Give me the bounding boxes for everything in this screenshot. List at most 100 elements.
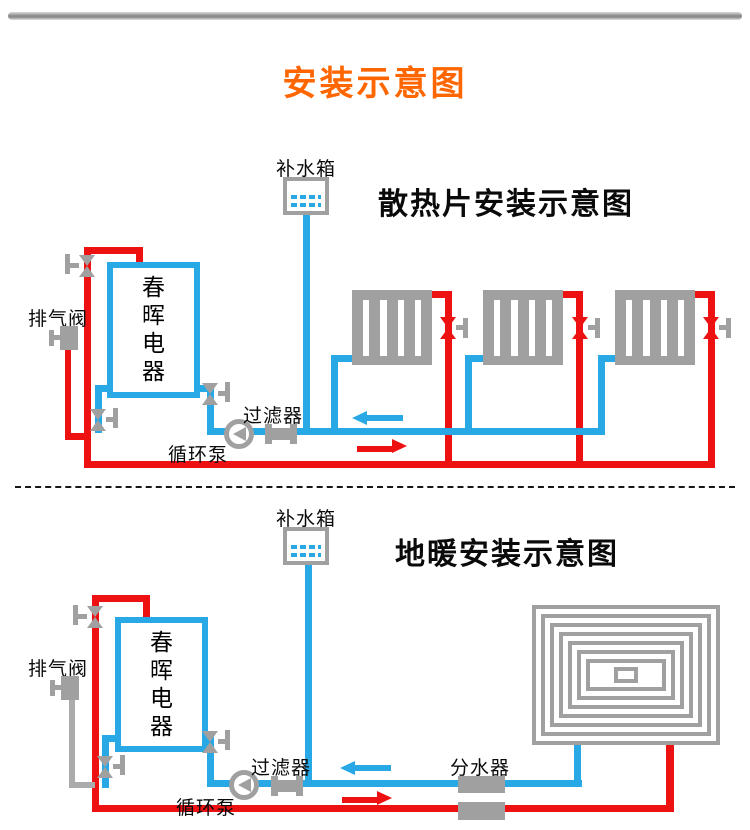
cold-pipe-segment bbox=[598, 355, 617, 362]
valve-handle bbox=[65, 254, 70, 274]
hot-main-pipe bbox=[84, 461, 715, 468]
hot-pipe-segment bbox=[92, 595, 99, 812]
cold-main-pipe bbox=[213, 780, 582, 787]
return-flow-arrow-icon bbox=[355, 765, 391, 771]
manifold-icon bbox=[458, 802, 505, 820]
radiator-bottom-bar bbox=[483, 356, 563, 365]
air-vent-valve-icon bbox=[61, 676, 79, 700]
hot-riser-radiator-3 bbox=[708, 291, 715, 468]
section-divider-dashed bbox=[15, 486, 735, 488]
valve-handle bbox=[595, 318, 600, 338]
valve-icon bbox=[87, 606, 103, 628]
air-vent-valve-icon bbox=[55, 685, 63, 690]
valve-handle bbox=[726, 318, 731, 338]
tank-water-line bbox=[291, 195, 321, 199]
valve-handle bbox=[113, 408, 118, 428]
filter-icon bbox=[296, 776, 303, 796]
filter-icon bbox=[290, 424, 297, 444]
valve-icon bbox=[202, 731, 218, 753]
cold-pipe-segment bbox=[102, 735, 116, 742]
radiator-fins bbox=[483, 300, 563, 356]
radiator-fins bbox=[615, 300, 695, 356]
circulation-pump-icon bbox=[229, 770, 259, 800]
supply-flow-arrow-icon bbox=[392, 439, 407, 453]
tank-water-line bbox=[291, 553, 321, 557]
cold-pipe-segment bbox=[95, 385, 109, 392]
tank-label: 补水箱 bbox=[276, 158, 337, 180]
supply-flow-arrow-icon bbox=[357, 446, 392, 452]
gray-drain-pipe bbox=[69, 782, 95, 788]
cold-pipe-segment bbox=[207, 733, 214, 787]
filter-icon bbox=[271, 776, 278, 796]
boiler-label: 春晖电器 bbox=[150, 629, 173, 740]
tank-water-line bbox=[291, 203, 321, 207]
radiator-top-bar bbox=[483, 290, 563, 300]
water-tank-icon bbox=[283, 177, 329, 215]
hot-pipe-segment bbox=[92, 595, 150, 602]
cold-pipe-segment bbox=[331, 355, 338, 435]
valve-icon bbox=[79, 255, 95, 277]
valve-handle bbox=[218, 391, 227, 396]
boiler-box: 春晖电器 bbox=[115, 617, 208, 752]
air-vent-valve-icon bbox=[60, 326, 78, 350]
cold-main-pipe bbox=[207, 428, 605, 435]
cold-pipe-segment bbox=[207, 385, 214, 435]
coil-ring bbox=[550, 623, 702, 727]
valve-handle bbox=[588, 325, 597, 330]
coil-ring bbox=[586, 659, 666, 691]
circulation-pump-icon bbox=[224, 419, 254, 449]
filter-icon bbox=[277, 780, 296, 792]
cold-riser-coil bbox=[574, 745, 581, 787]
air-vent-label: 排气阀 bbox=[28, 658, 89, 680]
hot-riser-radiator-1 bbox=[445, 291, 452, 468]
air-vent-valve-icon bbox=[50, 680, 55, 696]
boiler-box: 春晖电器 bbox=[107, 262, 200, 398]
valve-handle bbox=[73, 605, 78, 625]
drain-valve-icon bbox=[97, 756, 113, 778]
cold-pipe-segment bbox=[331, 355, 352, 362]
valve-handle bbox=[120, 755, 125, 775]
hot-main-pipe bbox=[92, 805, 674, 812]
header-shadow-bar bbox=[8, 12, 742, 20]
valve-handle bbox=[225, 382, 230, 402]
manifold-label: 分水器 bbox=[450, 757, 511, 779]
valve-icon bbox=[202, 383, 218, 405]
cold-pipe-segment bbox=[598, 355, 605, 435]
hot-riser-radiator-2 bbox=[576, 291, 583, 468]
coil-ring bbox=[568, 641, 684, 709]
coil-ring bbox=[541, 614, 711, 736]
valve-handle bbox=[719, 325, 728, 330]
tank-label: 补水箱 bbox=[276, 508, 337, 530]
gray-drain-pipe bbox=[69, 700, 75, 788]
coil-ring bbox=[559, 632, 693, 718]
supply-flow-arrow-icon bbox=[377, 791, 392, 805]
tank-water-line bbox=[291, 545, 321, 549]
return-flow-arrow-icon bbox=[340, 761, 355, 775]
supply-flow-arrow-icon bbox=[342, 797, 377, 803]
return-flow-arrow-icon bbox=[367, 415, 403, 421]
valve-handle bbox=[70, 263, 79, 268]
radiator-bottom-bar bbox=[352, 356, 432, 365]
hot-pipe-segment bbox=[143, 595, 150, 617]
air-vent-label: 排气阀 bbox=[28, 308, 89, 330]
radiator-fins bbox=[352, 300, 432, 356]
coil-center bbox=[614, 667, 638, 683]
hot-pipe-segment bbox=[136, 247, 143, 267]
valve-handle bbox=[225, 730, 230, 750]
valve-handle bbox=[218, 739, 227, 744]
cold-pipe-segment bbox=[465, 355, 472, 435]
floor-heating-diagram-title: 地暖安装示意图 bbox=[395, 537, 619, 572]
filter-label: 过滤器 bbox=[251, 757, 312, 779]
hot-pipe-segment bbox=[563, 291, 583, 298]
hot-pipe-segment bbox=[432, 291, 452, 298]
radiator-valve-icon bbox=[572, 317, 588, 339]
valve-handle bbox=[78, 614, 87, 619]
pump-label: 循环泵 bbox=[176, 797, 237, 819]
air-vent-valve-icon bbox=[49, 330, 54, 346]
radiator-1 bbox=[352, 290, 432, 365]
radiator-diagram-title: 散热片安装示意图 bbox=[378, 187, 634, 222]
boiler-label: 春晖电器 bbox=[142, 275, 165, 385]
radiator-top-bar bbox=[615, 290, 695, 300]
filter-label: 过滤器 bbox=[243, 405, 304, 427]
